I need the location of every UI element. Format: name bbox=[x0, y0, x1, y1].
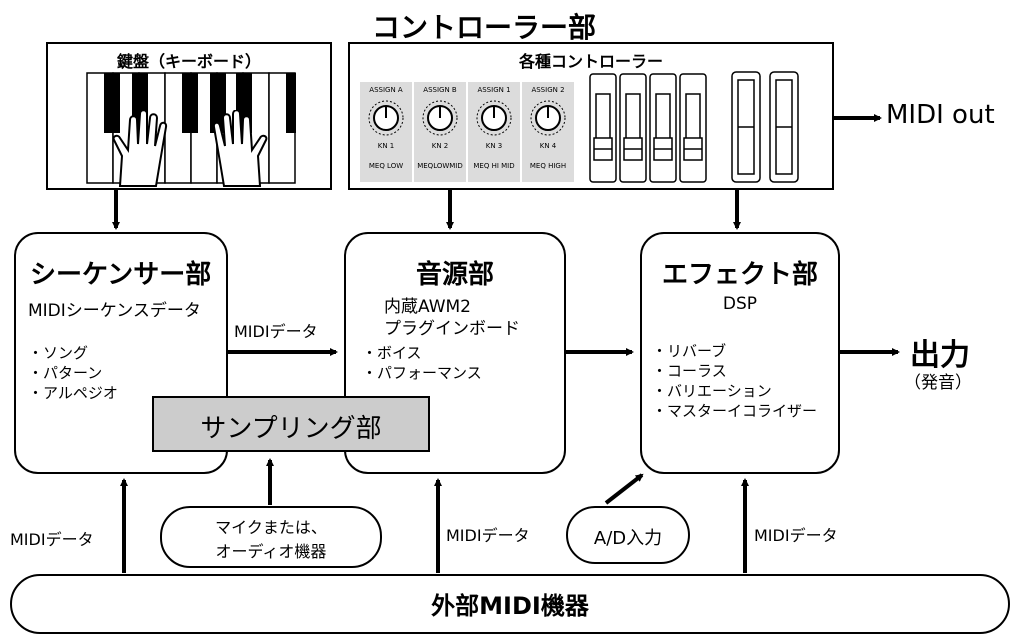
sliders-and-wheels-icon bbox=[589, 71, 799, 183]
knob-assign-label: ASSIGN B bbox=[423, 86, 457, 94]
sequencer-title: シーケンサー部 bbox=[30, 260, 212, 290]
knob-assign-label: ASSIGN 1 bbox=[477, 86, 511, 94]
effect-subtitle: DSP bbox=[722, 294, 758, 314]
keyboard-title: 鍵盤（キーボード） bbox=[116, 52, 261, 71]
knob-unit-2: ASSIGN B KN 2 MEQLOWMID bbox=[414, 82, 466, 182]
sequencer-subtitle: MIDIシーケンスデータ bbox=[28, 301, 201, 321]
external-midi-title: 外部MIDI機器 bbox=[431, 592, 589, 620]
sequencer-item: ・ソング bbox=[28, 344, 89, 362]
tone-generator-line1: 内蔵AWM2 bbox=[384, 297, 471, 317]
knob-dial-icon[interactable] bbox=[528, 98, 568, 138]
knob-unit-1: ASSIGN A KN 1 MEQ LOW bbox=[360, 82, 412, 182]
knob-unit-3: ASSIGN 1 KN 3 MEQ HI MID bbox=[468, 82, 520, 182]
midi-out-label: MIDI out bbox=[886, 100, 995, 130]
arrow-layer bbox=[112, 114, 900, 573]
mic-input-box: マイクまたは、 オーディオ機器 bbox=[160, 506, 382, 568]
ad-input-label: A/D入力 bbox=[593, 528, 663, 549]
tone-generator-line2: プラグインボード bbox=[384, 319, 520, 339]
sampling-box: サンプリング部 bbox=[152, 396, 430, 452]
tone-generator-item: ・ボイス bbox=[362, 344, 422, 362]
controllers-box: 各種コントローラー ASSIGN A KN 1 MEQ LOW ASSIGN B… bbox=[348, 42, 834, 190]
knob-kn-label: KN 2 bbox=[431, 142, 449, 150]
output-sub-label: （発音） bbox=[904, 373, 972, 393]
sampling-title: サンプリング部 bbox=[200, 414, 382, 444]
knob-unit-4: ASSIGN 2 KN 4 MEQ HIGH bbox=[522, 82, 574, 182]
mic-input-line1: マイクまたは、 bbox=[215, 518, 327, 537]
knob-dial-icon[interactable] bbox=[366, 98, 406, 138]
external-midi-box: 外部MIDI機器 bbox=[10, 574, 1010, 634]
ad-input-box: A/D入力 bbox=[566, 506, 690, 564]
sequencer-item: ・アルペジオ bbox=[28, 384, 118, 402]
knob-kn-label: KN 3 bbox=[485, 142, 503, 150]
controller-section-title: コントローラー部 bbox=[372, 11, 597, 44]
keyboard-box: 鍵盤（キーボード） bbox=[46, 42, 332, 190]
midi-data-label: MIDIデータ bbox=[234, 322, 318, 341]
knob-panel: ASSIGN A KN 1 MEQ LOW ASSIGN B KN 2 MEQL… bbox=[360, 82, 576, 182]
effect-item: ・リバーブ bbox=[652, 342, 727, 360]
knob-meq-label: MEQLOWMID bbox=[417, 162, 463, 170]
midi-data-label: MIDIデータ bbox=[754, 526, 838, 545]
midi-data-label: MIDIデータ bbox=[446, 526, 530, 545]
knob-meq-label: MEQ LOW bbox=[368, 162, 404, 170]
effect-item: ・マスターイコライザー bbox=[652, 402, 818, 420]
knob-assign-label: ASSIGN 2 bbox=[531, 86, 565, 94]
mic-input-line2: オーディオ機器 bbox=[215, 542, 327, 561]
sequencer-item: ・パターン bbox=[28, 364, 103, 382]
output-label: 出力 bbox=[910, 338, 970, 373]
knob-dial-icon[interactable] bbox=[420, 98, 460, 138]
controllers-title: 各種コントローラー bbox=[518, 52, 663, 71]
effect-title: エフェクト部 bbox=[661, 260, 818, 290]
knob-kn-label: KN 4 bbox=[539, 142, 557, 150]
knob-kn-label: KN 1 bbox=[377, 142, 395, 150]
tone-generator-item: ・パフォーマンス bbox=[362, 364, 482, 382]
tone-generator-title: 音源部 bbox=[415, 260, 494, 290]
hands-icon bbox=[112, 110, 268, 187]
effect-item: ・バリエーション bbox=[652, 382, 772, 400]
knob-dial-icon[interactable] bbox=[474, 98, 514, 138]
knob-meq-label: MEQ HIGH bbox=[529, 162, 567, 170]
midi-data-label: MIDIデータ bbox=[10, 530, 94, 549]
effect-item: ・コーラス bbox=[652, 362, 727, 380]
knob-assign-label: ASSIGN A bbox=[369, 86, 403, 94]
knob-meq-label: MEQ HI MID bbox=[473, 162, 515, 170]
effect-box bbox=[640, 232, 840, 474]
arrow-ad-to-effect bbox=[604, 473, 644, 505]
